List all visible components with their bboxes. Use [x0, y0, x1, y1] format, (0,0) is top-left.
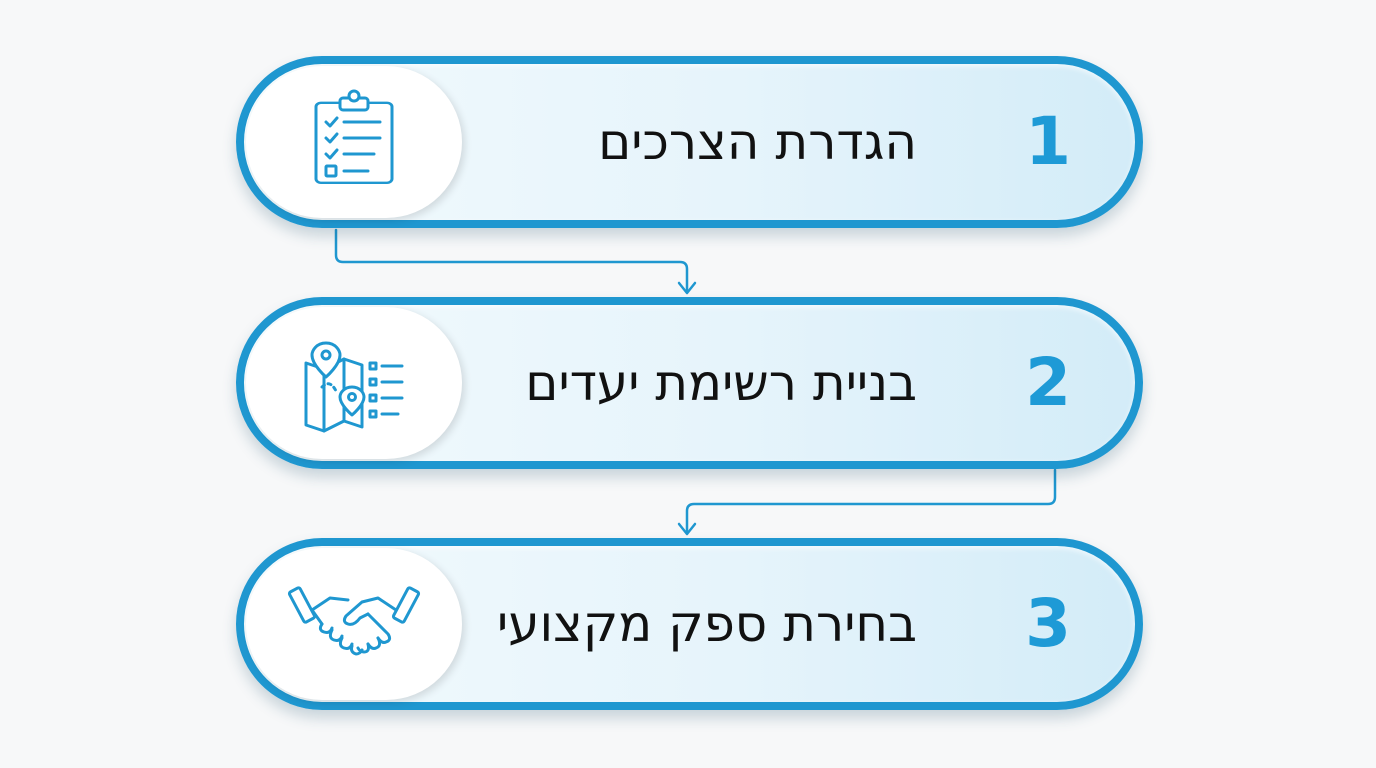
step-1-number: 1: [1025, 103, 1071, 180]
clipboard-checklist-icon: [314, 89, 394, 185]
step-3-label: בחירת ספק מקצועי: [497, 595, 917, 653]
step-3-icon-badge: [246, 548, 462, 700]
step-3-number: 3: [1025, 585, 1071, 662]
step-1: הגדרת הצרכים 1: [236, 56, 1143, 228]
step-2-number: 2: [1025, 344, 1071, 421]
step-2-icon-badge: [246, 307, 462, 459]
handshake-icon: [287, 586, 421, 656]
step-2-label: בניית רשימת יעדים: [525, 354, 917, 412]
step-1-icon-badge: [246, 66, 462, 218]
step-1-label: הגדרת הצרכים: [598, 113, 917, 171]
step-2: בניית רשימת יעדים 2: [236, 297, 1143, 469]
map-pins-list-icon: [304, 341, 404, 433]
connector-1-to-2: [334, 228, 697, 295]
step-3: בחירת ספק מקצועי 3: [236, 538, 1143, 710]
connector-2-to-3: [677, 468, 1057, 536]
